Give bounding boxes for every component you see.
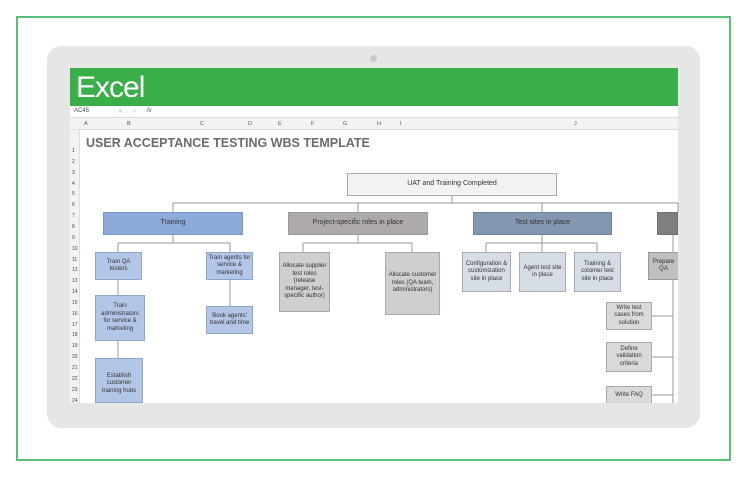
column-header[interactable]: B: [127, 121, 131, 127]
wbs-task[interactable]: Define validation criteria: [606, 342, 652, 372]
wbs-task[interactable]: Training & cstomer test site in place: [574, 252, 621, 292]
wbs-task[interactable]: Write FAQ: [606, 386, 652, 403]
row-header[interactable]: 19: [72, 343, 78, 350]
row-header[interactable]: 7: [72, 213, 75, 220]
wbs-task[interactable]: Allocate supplier test roles (release ma…: [279, 252, 330, 312]
row-header[interactable]: 24: [72, 397, 78, 403]
row-header[interactable]: 9: [72, 234, 75, 241]
row-header[interactable]: 3: [72, 169, 75, 176]
row-header[interactable]: 13: [72, 278, 78, 285]
wbs-task[interactable]: Establish customer training hubs: [95, 358, 143, 403]
row-headers: 1234567891011121314151617181920212223242…: [70, 130, 80, 403]
row-header[interactable]: 5: [72, 191, 75, 198]
row-header[interactable]: 16: [72, 310, 78, 317]
column-header[interactable]: G: [343, 121, 348, 127]
row-header[interactable]: 2: [72, 158, 75, 165]
wbs-task[interactable]: Book agents' travel and time: [206, 306, 253, 334]
row-header[interactable]: 12: [72, 267, 78, 274]
column-header[interactable]: E: [278, 121, 282, 127]
row-header[interactable]: 22: [72, 375, 78, 382]
row-header[interactable]: 10: [72, 245, 78, 252]
green-border-frame: [16, 16, 731, 461]
wbs-branch-roles[interactable]: Project-specific roles in place: [288, 212, 428, 235]
row-header[interactable]: 6: [72, 202, 75, 209]
row-header[interactable]: 15: [72, 299, 78, 306]
row-header[interactable]: 20: [72, 354, 78, 361]
wbs-task[interactable]: Train administrators for service & marke…: [95, 295, 145, 341]
app-name: Excel: [76, 71, 145, 104]
wbs-task[interactable]: Train QA testers: [95, 252, 142, 280]
confirm-icon[interactable]: ✓: [132, 109, 138, 115]
column-header[interactable]: J: [574, 121, 577, 127]
name-box[interactable]: AC45: [74, 108, 90, 114]
wbs-task[interactable]: Allocate customer roles (QA team, admini…: [385, 252, 440, 315]
row-header[interactable]: 11: [72, 256, 78, 263]
row-header[interactable]: 23: [72, 386, 78, 393]
wbs-task[interactable]: Train agents for service & marketing: [206, 252, 253, 280]
column-headers: A B C D E F G H I J: [70, 118, 678, 130]
column-header[interactable]: F: [311, 121, 315, 127]
column-header[interactable]: A: [84, 121, 88, 127]
wbs-task[interactable]: Write test cases from solution: [606, 302, 652, 330]
row-header[interactable]: 21: [72, 365, 78, 371]
wbs-root[interactable]: UAT and Training Completed: [347, 173, 557, 196]
column-header[interactable]: I: [400, 121, 402, 127]
wbs-task[interactable]: Agent test site in place: [519, 252, 566, 292]
column-header[interactable]: D: [248, 121, 252, 127]
app-header: Excel: [70, 68, 678, 106]
row-header[interactable]: 1: [72, 148, 75, 154]
column-header[interactable]: H: [377, 121, 381, 127]
formula-bar: AC45 ✕ ✓ fx: [70, 106, 678, 118]
wbs-branch-4[interactable]: [657, 212, 678, 235]
row-header[interactable]: 8: [72, 223, 75, 230]
wbs-task[interactable]: Configuration & customization site in pl…: [462, 252, 511, 292]
wbs-branch-training[interactable]: Training: [103, 212, 243, 235]
wbs-task[interactable]: Prepare QA: [648, 252, 678, 280]
fx-icon[interactable]: fx: [147, 108, 152, 114]
camera-icon: [370, 55, 377, 62]
column-header[interactable]: C: [200, 121, 204, 127]
cancel-icon[interactable]: ✕: [118, 109, 124, 115]
sheet-title: USER ACCEPTANCE TESTING WBS TEMPLATE: [86, 136, 370, 150]
row-header[interactable]: 18: [72, 332, 78, 339]
row-header[interactable]: 17: [72, 321, 78, 328]
row-header[interactable]: 14: [72, 289, 78, 296]
row-header[interactable]: 4: [72, 180, 75, 187]
wbs-branch-test-sites[interactable]: Test sites in place: [473, 212, 612, 235]
